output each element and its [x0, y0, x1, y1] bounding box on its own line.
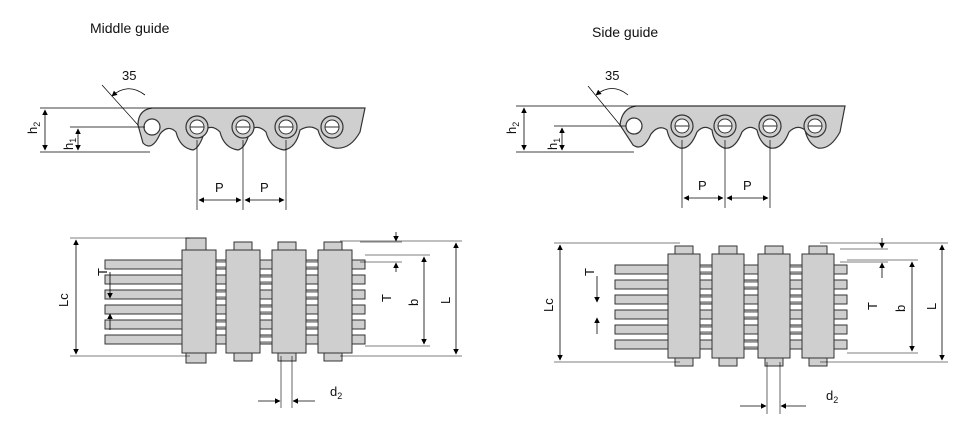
- angle-label: 35: [122, 68, 136, 83]
- l-label: L: [924, 303, 939, 310]
- panel-side-guide: Side guide h2: [504, 24, 948, 414]
- lc-label: Lc: [541, 298, 556, 312]
- hinge-slots: [215, 261, 319, 343]
- hinge-slots: [699, 266, 803, 348]
- top-view: Lc T T b L d2: [541, 238, 948, 414]
- pitch-label: P: [743, 178, 752, 193]
- roller-group: [670, 114, 827, 138]
- l-label: L: [438, 297, 453, 304]
- pitch-label: P: [260, 180, 269, 195]
- side-view: h2 h1 35 P P: [504, 68, 846, 208]
- h1-label: h1: [545, 138, 562, 150]
- b-label: b: [893, 305, 908, 312]
- link-blocks: [181, 249, 353, 354]
- pin-heads: [185, 237, 343, 364]
- t-label: T: [95, 268, 110, 276]
- pitch-label: P: [698, 178, 707, 193]
- pin-heads: [674, 245, 828, 367]
- panel-title: Side guide: [592, 24, 658, 40]
- panel-title: Middle guide: [90, 20, 170, 36]
- lc-label: Lc: [56, 293, 71, 307]
- side-view: h2 h1 35 P P: [25, 68, 366, 210]
- d2-label: d2: [330, 384, 342, 401]
- roller-group: [185, 115, 344, 139]
- top-view: Lc T T b L d2: [56, 232, 462, 408]
- h2-label: h2: [25, 122, 42, 134]
- h2-label: h2: [504, 122, 521, 134]
- t-label: T: [582, 268, 597, 276]
- link-blocks: [667, 253, 835, 359]
- b-label: b: [406, 299, 421, 306]
- pin-hole: [143, 118, 161, 136]
- t-label: T: [865, 302, 880, 310]
- t-label: T: [379, 294, 394, 302]
- pin-hole: [625, 117, 643, 135]
- pitch-label: P: [215, 180, 224, 195]
- angle-label: 35: [605, 68, 619, 83]
- panel-middle-guide: Middle guide: [25, 20, 462, 408]
- d2-label: d2: [826, 388, 838, 405]
- h1-label: h1: [61, 138, 78, 150]
